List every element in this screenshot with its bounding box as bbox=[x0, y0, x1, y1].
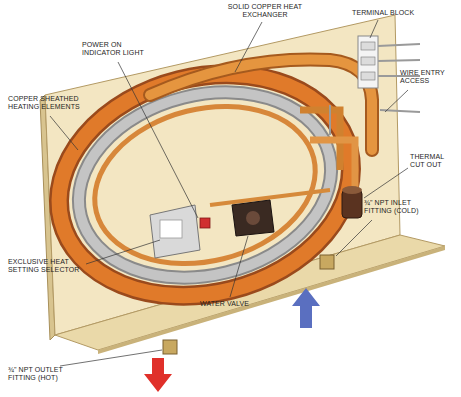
leader-line bbox=[86, 240, 160, 264]
leader-line bbox=[230, 236, 248, 297]
element-shadow bbox=[35, 44, 374, 325]
callout-label: POWER ON INDICATOR LIGHT bbox=[82, 41, 146, 58]
callout-label: EXCLUSIVE HEAT SETTING SELECTOR bbox=[8, 258, 86, 275]
terminal bbox=[361, 42, 375, 50]
indicator-light bbox=[200, 218, 210, 228]
leader-line bbox=[50, 116, 78, 150]
callout-label: TERMINAL BLOCK bbox=[352, 9, 432, 17]
grey-element bbox=[59, 67, 351, 304]
copper-element bbox=[35, 44, 374, 325]
callout-label: SOLID COPPER HEAT EXCHANGER bbox=[226, 3, 304, 20]
outlet-fitting bbox=[163, 340, 177, 354]
leader-lines bbox=[50, 20, 408, 366]
leader-line bbox=[235, 22, 262, 72]
hot-arrow bbox=[144, 358, 172, 392]
terminal bbox=[361, 72, 375, 80]
heat-selector bbox=[150, 205, 200, 258]
terminal bbox=[361, 57, 375, 65]
thermal-cap bbox=[342, 186, 362, 194]
cold-arrow bbox=[292, 288, 320, 328]
callout-label: ¾" NPT INLET FITTING (COLD) bbox=[364, 199, 434, 216]
leader-line bbox=[385, 90, 408, 112]
callout-label: COPPER SHEATHED HEATING ELEMENTS bbox=[8, 95, 82, 112]
element-edge bbox=[59, 67, 351, 304]
callout-label: WIRE ENTRY ACCESS bbox=[400, 69, 452, 86]
valve-cap bbox=[246, 211, 260, 225]
leader-line bbox=[336, 220, 372, 256]
leader-line bbox=[370, 20, 378, 38]
wire bbox=[330, 44, 420, 135]
water-valve bbox=[232, 200, 274, 236]
leader-line bbox=[60, 350, 162, 366]
terminal-block bbox=[358, 36, 378, 88]
leader-line bbox=[364, 168, 408, 198]
inner-copper bbox=[78, 84, 332, 286]
thermal-cut-out bbox=[342, 190, 362, 218]
callout-label: THERMAL CUT OUT bbox=[410, 153, 454, 170]
inlet-fitting bbox=[320, 255, 334, 269]
callout-label: ¾" NPT OUTLET FITTING (HOT) bbox=[8, 366, 78, 383]
selector-dial bbox=[160, 220, 182, 238]
callout-label: WATER VALVE bbox=[200, 300, 280, 308]
leader-line bbox=[118, 62, 198, 218]
